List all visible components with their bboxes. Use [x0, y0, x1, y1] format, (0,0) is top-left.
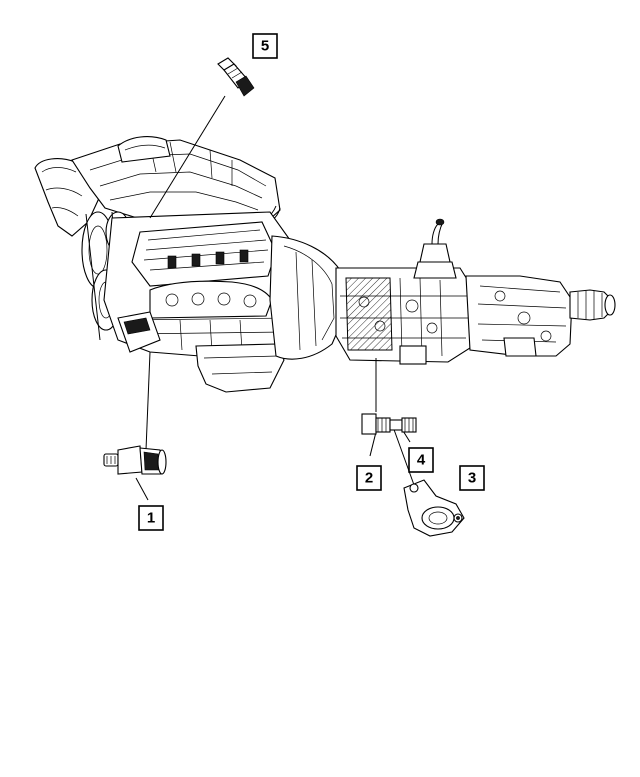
output-boot [569, 289, 616, 321]
callout-2-label: 2 [365, 470, 373, 487]
extension-housing [465, 275, 573, 357]
callout-5[interactable]: 5 [252, 33, 278, 59]
shift-lever [413, 218, 457, 279]
bracket-part-3 [403, 479, 465, 537]
callout-4-label: 4 [417, 452, 426, 469]
callout-3[interactable]: 3 [459, 465, 485, 491]
sensor-part-1 [103, 445, 167, 475]
callout-1[interactable]: 1 [138, 505, 164, 531]
transmission-case [335, 267, 471, 365]
engine-block [103, 211, 301, 357]
leader-line-2b [369, 431, 377, 457]
callout-5-label: 5 [261, 38, 269, 55]
engine-transmission-assembly [34, 136, 616, 393]
oil-pan [195, 343, 285, 393]
intake-manifold [71, 136, 281, 229]
leader-line-5 [149, 95, 226, 219]
leader-line-1 [145, 351, 151, 451]
leader-line-1b [135, 477, 149, 501]
callout-1-label: 1 [147, 510, 155, 527]
sensor-part-5 [217, 57, 255, 97]
bell-housing [269, 235, 347, 360]
callout-3-label: 3 [468, 470, 476, 487]
callout-4[interactable]: 4 [408, 447, 434, 473]
switch-part-2 [361, 413, 417, 435]
callout-2[interactable]: 2 [356, 465, 382, 491]
